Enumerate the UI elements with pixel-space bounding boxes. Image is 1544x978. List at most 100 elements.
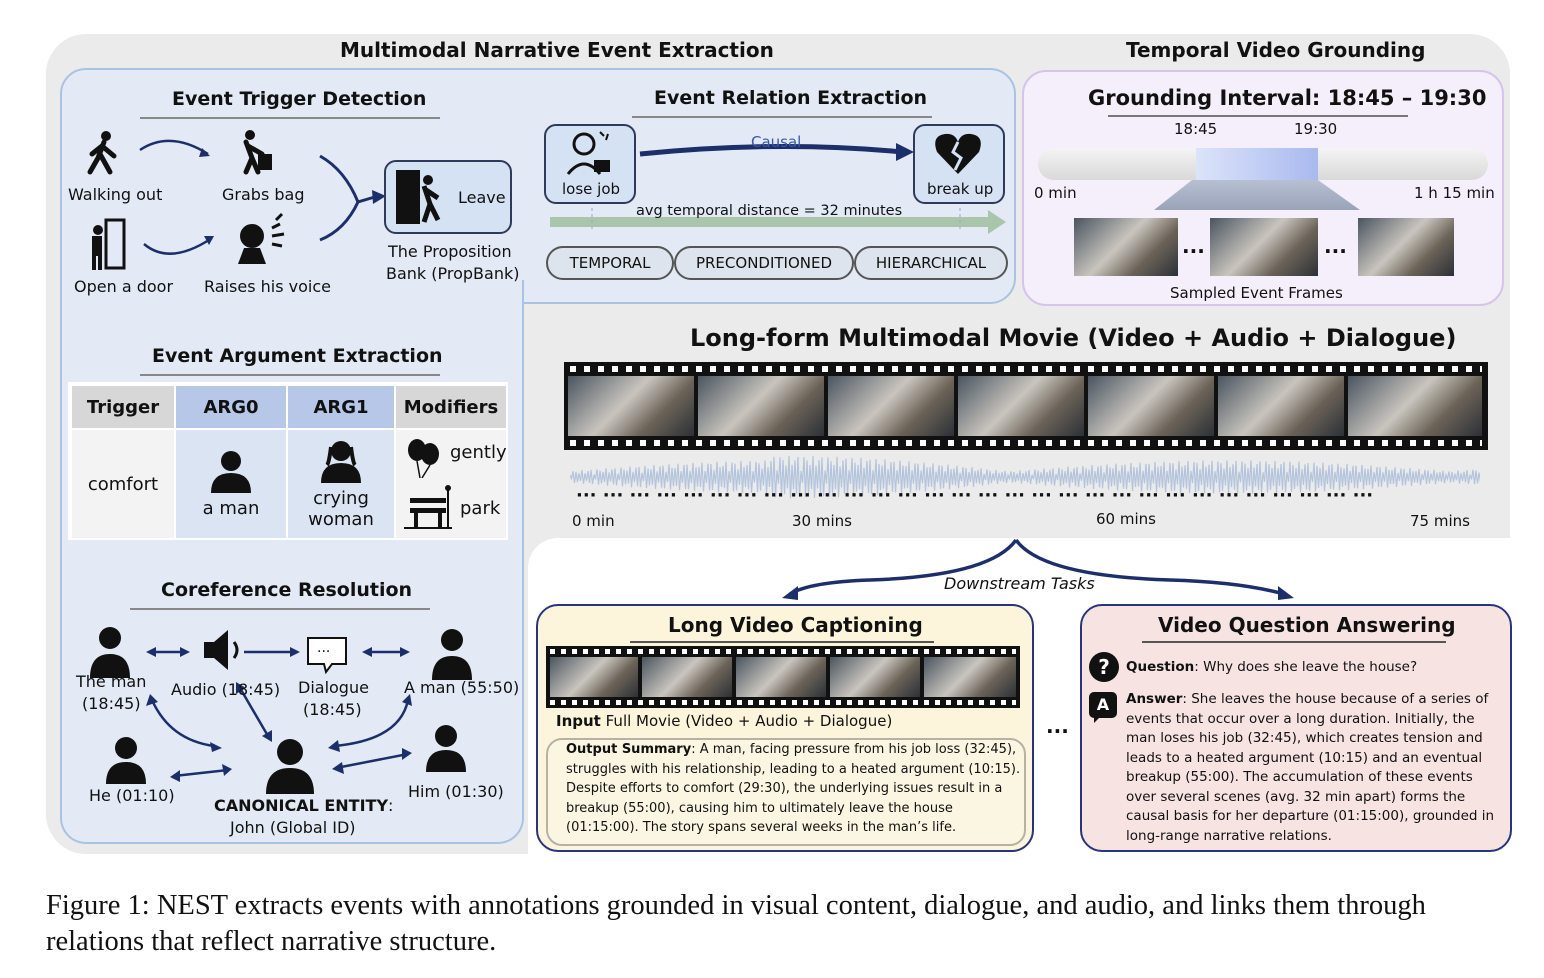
timeline-dots: ··· ··· ··· ··· ··· ··· ··· ··· ··· ··· … (576, 492, 1476, 502)
output-label: Output Summary (566, 742, 692, 757)
figure-caption: Figure 1: NEST extracts events with anno… (46, 890, 1426, 957)
svg-text:···: ··· (317, 644, 330, 660)
trigger-item-raises-voice: Raises his voice (204, 277, 331, 296)
film-perforation (570, 440, 1482, 446)
grounding-interval-fill (1196, 148, 1318, 180)
speaker-icon (204, 630, 239, 670)
input-label: Input (556, 712, 601, 730)
unemployed-icon (566, 131, 610, 175)
grounding-interval-title: Grounding Interval: 18:45 – 19:30 (1088, 86, 1487, 110)
film-frame (924, 657, 1016, 697)
timeline-label-30: 30 mins (792, 512, 852, 530)
modifier-park: park (460, 498, 501, 519)
output-summary-box (546, 738, 1026, 846)
question-text: : Why does she leave the house? (1194, 659, 1418, 675)
timeline-label-60: 60 mins (1096, 510, 1156, 528)
coref-man-line2: (18:45) (82, 694, 141, 713)
qa-question: Question: Why does she leave the house? (1126, 658, 1417, 678)
qa-title: Video Question Answering (1158, 613, 1456, 637)
leave-box: Leave (384, 160, 512, 234)
downstream-ellipsis: ... (1046, 714, 1069, 738)
film-frame (830, 657, 920, 697)
trigger-item-walking-out: Walking out (68, 185, 163, 204)
input-value: Full Movie (Video + Audio + Dialogue) (600, 712, 893, 730)
trigger-item-open-door: Open a door (74, 277, 174, 296)
film-perforation (570, 366, 1482, 372)
relation-arrows (550, 143, 1006, 234)
person-icon (426, 725, 466, 772)
frame-ellipsis: ... (1182, 234, 1205, 258)
coref-audio: Audio (18:45) (171, 680, 281, 699)
relation-type-temporal: TEMPORAL (546, 246, 674, 280)
propbank-line2: Bank (PropBank) (386, 264, 520, 283)
coref-a-man: A man (55:50) (404, 678, 520, 697)
output-summary: Output Summary: A man, facing pressure f… (566, 740, 1026, 838)
sampled-frame (1358, 218, 1454, 276)
leave-door-icon (396, 170, 441, 224)
zoom-trapezoid (1154, 180, 1360, 210)
title-underline (130, 608, 430, 610)
coref-him: Him (01:30) (408, 782, 504, 801)
coref-he: He (01:10) (89, 786, 175, 805)
timeline-label-75: 75 mins (1410, 512, 1470, 530)
canonical-value: John (Global ID) (230, 818, 356, 837)
person-icon (106, 737, 146, 784)
arg1-cell: crying woman (286, 428, 396, 540)
film-frame (698, 376, 824, 436)
film-perforation (550, 700, 1016, 705)
break-up-box: break up (913, 124, 1005, 204)
canonical-label: CANONICAL ENTITY (214, 796, 389, 815)
argument-extraction-title: Event Argument Extraction (152, 345, 443, 367)
modifier-gently: gently (450, 442, 507, 463)
trigger-detection-title: Event Trigger Detection (172, 88, 427, 110)
mnee-title: Multimodal Narrative Event Extraction (340, 38, 774, 62)
propbank-line1: The Proposition (388, 242, 512, 261)
film-frame (1348, 376, 1482, 436)
answer-icon: A (1089, 692, 1117, 718)
answer-icon-tail (1094, 717, 1106, 723)
film-frame (550, 657, 638, 697)
qa-panel (1080, 604, 1512, 852)
walking-person-icon (87, 131, 117, 175)
output-text: : A man, facing pressure from his job lo… (566, 742, 1021, 835)
downstream-label: Downstream Tasks (944, 574, 1095, 593)
broken-heart-icon (935, 133, 981, 174)
film-frame (828, 376, 954, 436)
canonical-entity: CANONICAL ENTITY: (214, 796, 393, 815)
film-frame (1088, 376, 1214, 436)
film-frame (958, 376, 1084, 436)
title-underline (1108, 115, 1408, 117)
answer-text: : She leaves the house because of a seri… (1126, 691, 1495, 844)
header-modifiers: Modifiers (394, 384, 508, 430)
interval-end-label: 19:30 (1294, 120, 1338, 138)
timeline-max-label: 1 h 15 min (1414, 184, 1495, 202)
film-perforation (550, 649, 1016, 654)
frame-ellipsis: ... (1324, 234, 1347, 258)
film-frame (1218, 376, 1344, 436)
timeline-label-0: 0 min (572, 512, 615, 530)
film-frame (568, 376, 694, 436)
relation-type-preconditioned: PRECONDITIONED (674, 246, 854, 280)
caption-input: Input Full Movie (Video + Audio + Dialog… (556, 712, 892, 730)
person-icon (432, 629, 472, 680)
qa-answer: Answer: She leaves the house because of … (1126, 690, 1502, 846)
arg0-cell: a man (174, 428, 288, 540)
header-arg0: ARG0 (174, 384, 288, 430)
grab-bag-icon (243, 130, 272, 175)
temporal-distance-label: avg temporal distance = 32 minutes (636, 203, 903, 219)
event1-label: lose job (562, 180, 621, 198)
modifiers-cell: gently park (394, 428, 508, 540)
trigger-item-grabs-bag: Grabs bag (222, 185, 305, 204)
film-frame (736, 657, 826, 697)
title-underline (140, 374, 440, 376)
speech-bubble-icon: ··· (307, 637, 347, 675)
movie-title: Long-form Multimodal Movie (Video + Audi… (690, 324, 1457, 352)
trigger-cell: comfort (70, 428, 176, 540)
arg0-value: a man (202, 498, 260, 519)
causal-label: Causal (751, 133, 802, 151)
canonical-colon: : (388, 796, 394, 815)
argument-table: Trigger ARG0 ARG1 Modifiers comfort a ma… (70, 384, 508, 540)
downstream-arrows (782, 538, 1294, 600)
sampled-frames-caption: Sampled Event Frames (1170, 284, 1343, 302)
trigger-value: comfort (87, 473, 159, 495)
